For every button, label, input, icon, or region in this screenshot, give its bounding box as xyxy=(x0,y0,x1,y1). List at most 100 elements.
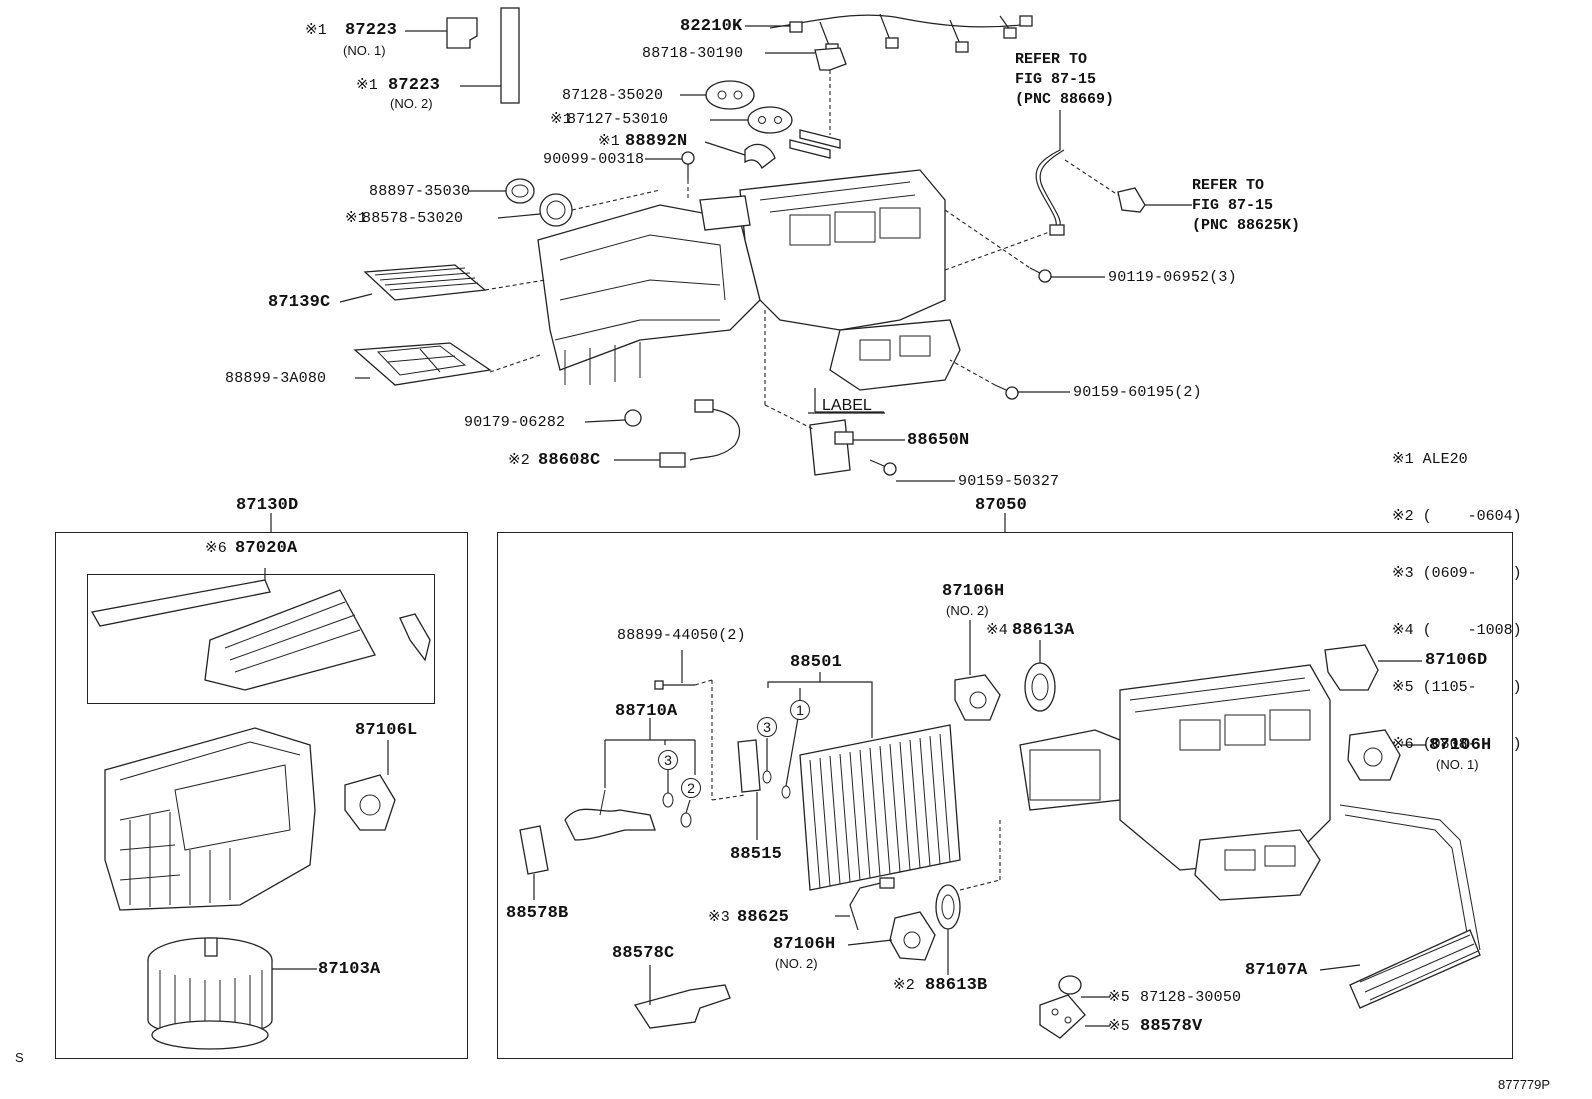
label-87127-53010: 87127-53010 xyxy=(567,111,669,128)
label-87106H-no1: 87106H xyxy=(1429,736,1492,755)
seal-87223-no2 xyxy=(500,7,520,104)
legend-line-4: ※4 ( -1008) xyxy=(1392,622,1522,639)
label-88650N: 88650N xyxy=(907,431,970,450)
label-88578-53020: 88578-53020 xyxy=(362,210,464,227)
label-88608C: 88608C xyxy=(538,451,601,470)
label-87130D: 87130D xyxy=(236,496,299,515)
label-tag: LABEL xyxy=(822,397,872,414)
label-87223-no2: 87223 xyxy=(388,76,441,95)
legend-line-3: ※3 (0609- ) xyxy=(1392,565,1522,582)
grommet-87128-30050 xyxy=(1058,975,1082,995)
note-88578-53020: ※1 xyxy=(345,210,367,227)
label-87020A: 87020A xyxy=(235,539,298,558)
corner-s: S xyxy=(15,1050,24,1065)
refer-fig-87-15-pnc-88669: REFER TO FIG 87-15 (PNC 88669) xyxy=(1015,51,1115,108)
label-88578V: 88578V xyxy=(1140,1017,1203,1036)
case-87020A xyxy=(90,579,431,691)
bracket-87223-no1 xyxy=(446,17,478,49)
box-87050 xyxy=(497,532,1513,1059)
note-87128-30050: ※5 xyxy=(1108,989,1130,1006)
note-88613A: ※4 xyxy=(986,622,1008,639)
harness-pnc-88669 xyxy=(1035,110,1065,236)
sensor-88608C xyxy=(659,399,741,468)
label-88578C: 88578C xyxy=(612,944,675,963)
seal-88578V xyxy=(1039,994,1086,1039)
circled-number-1: 1 xyxy=(790,700,810,720)
grommet-87127-53010 xyxy=(747,106,793,134)
label-87106H-lower: 87106H xyxy=(773,935,836,954)
label-88625: 88625 xyxy=(737,908,790,927)
filter-87139C xyxy=(363,264,487,301)
sensor-88625 xyxy=(849,877,895,931)
connector-pnc-88625K xyxy=(1064,159,1146,213)
label-87106L: 87106L xyxy=(355,721,418,740)
label-87106H-lower-sub: (NO. 2) xyxy=(775,956,818,971)
heater-core-87107A xyxy=(1339,804,1481,1009)
screw-90099-00318 xyxy=(681,151,695,180)
gear-88613B xyxy=(935,884,961,930)
legend-notes: ※1 ALE20 ※2 ( -0604) ※3 (0609- ) ※4 ( -1… xyxy=(1392,412,1522,773)
figure-code: 877779P xyxy=(1498,1077,1551,1092)
label-87106H-upper: 87106H xyxy=(942,582,1005,601)
label-90099-00318: 90099-00318 xyxy=(543,151,645,168)
label-87106H-upper-sub: (NO. 2) xyxy=(946,603,989,618)
label-88578B: 88578B xyxy=(506,904,569,923)
actuator-87106H-upper xyxy=(954,674,1001,721)
label-87050: 87050 xyxy=(975,496,1028,515)
label-87223-no1: 87223 xyxy=(345,21,398,40)
seal-88892N xyxy=(744,143,776,169)
label-87223-no2-sub: (NO. 2) xyxy=(390,96,433,111)
label-87106H-no1-sub: (NO. 1) xyxy=(1436,757,1479,772)
screw-90159-60195 xyxy=(994,384,1019,400)
bolt-88899-44050 xyxy=(654,680,695,690)
note-87223-1: ※1 xyxy=(305,22,327,39)
label-82210K: 82210K xyxy=(680,17,743,36)
note-88625: ※3 xyxy=(708,909,730,926)
label-90159-60195: 90159-60195(2) xyxy=(1073,384,1202,401)
box-87130D xyxy=(55,532,468,1059)
label-87223-no1-sub: (NO. 1) xyxy=(343,43,386,58)
blower-case-87130D xyxy=(104,727,316,911)
label-87128-30050: 87128-30050 xyxy=(1140,989,1242,1006)
label-88613A: 88613A xyxy=(1012,621,1075,640)
label-88899-3A080: 88899-3A080 xyxy=(225,370,327,387)
note-88613B: ※2 xyxy=(893,977,915,994)
pipes-top xyxy=(789,129,841,159)
label-90119-06952: 90119-06952(3) xyxy=(1108,269,1237,286)
seal-88578-53020 xyxy=(539,193,573,227)
refer-fig-87-15-pnc-88625K: REFER TO FIG 87-15 (PNC 88625K) xyxy=(1192,177,1301,234)
note-88608C: ※2 xyxy=(508,452,530,469)
label-87128-35020: 87128-35020 xyxy=(562,87,664,104)
filter-frame-88899-3A080 xyxy=(353,342,492,386)
label-87107A: 87107A xyxy=(1245,961,1308,980)
circled-number-3-evap: 3 xyxy=(757,717,777,737)
blower-motor-87103A xyxy=(147,937,273,1050)
actuator-87106H-no1 xyxy=(1347,729,1401,781)
hvac-main-assembly-top xyxy=(537,169,961,391)
expansion-valve-88515 xyxy=(737,739,761,793)
label-88710A: 88710A xyxy=(615,702,678,721)
insulator-88578C xyxy=(633,984,731,1029)
clamp-88718-30190 xyxy=(814,47,847,71)
o-ring-88897-35030 xyxy=(505,178,535,204)
actuator-87106L xyxy=(344,774,396,831)
evaporator-88501 xyxy=(799,724,961,891)
nut-90179-06282 xyxy=(624,409,642,427)
screw-90159-50327 xyxy=(869,459,897,476)
legend-line-1: ※1 ALE20 xyxy=(1392,451,1468,468)
label-87103A: 87103A xyxy=(318,960,381,979)
note-88892N: ※1 xyxy=(598,133,620,150)
note-87020A: ※6 xyxy=(205,540,227,557)
label-88897-35030: 88897-35030 xyxy=(369,183,471,200)
label-88501: 88501 xyxy=(790,653,843,672)
circled-number-3-pipe: 3 xyxy=(658,750,678,770)
amplifier-88650N xyxy=(809,419,854,476)
circled-number-2-pipe: 2 xyxy=(681,778,701,798)
pipe-88710A xyxy=(564,789,656,841)
screw-90119-06952 xyxy=(1029,267,1052,283)
label-88892N: 88892N xyxy=(625,132,688,151)
label-88613B: 88613B xyxy=(925,976,988,995)
legend-line-6: ※6 (0808- ) xyxy=(1392,736,1522,753)
note-87127: ※1 xyxy=(550,111,572,128)
